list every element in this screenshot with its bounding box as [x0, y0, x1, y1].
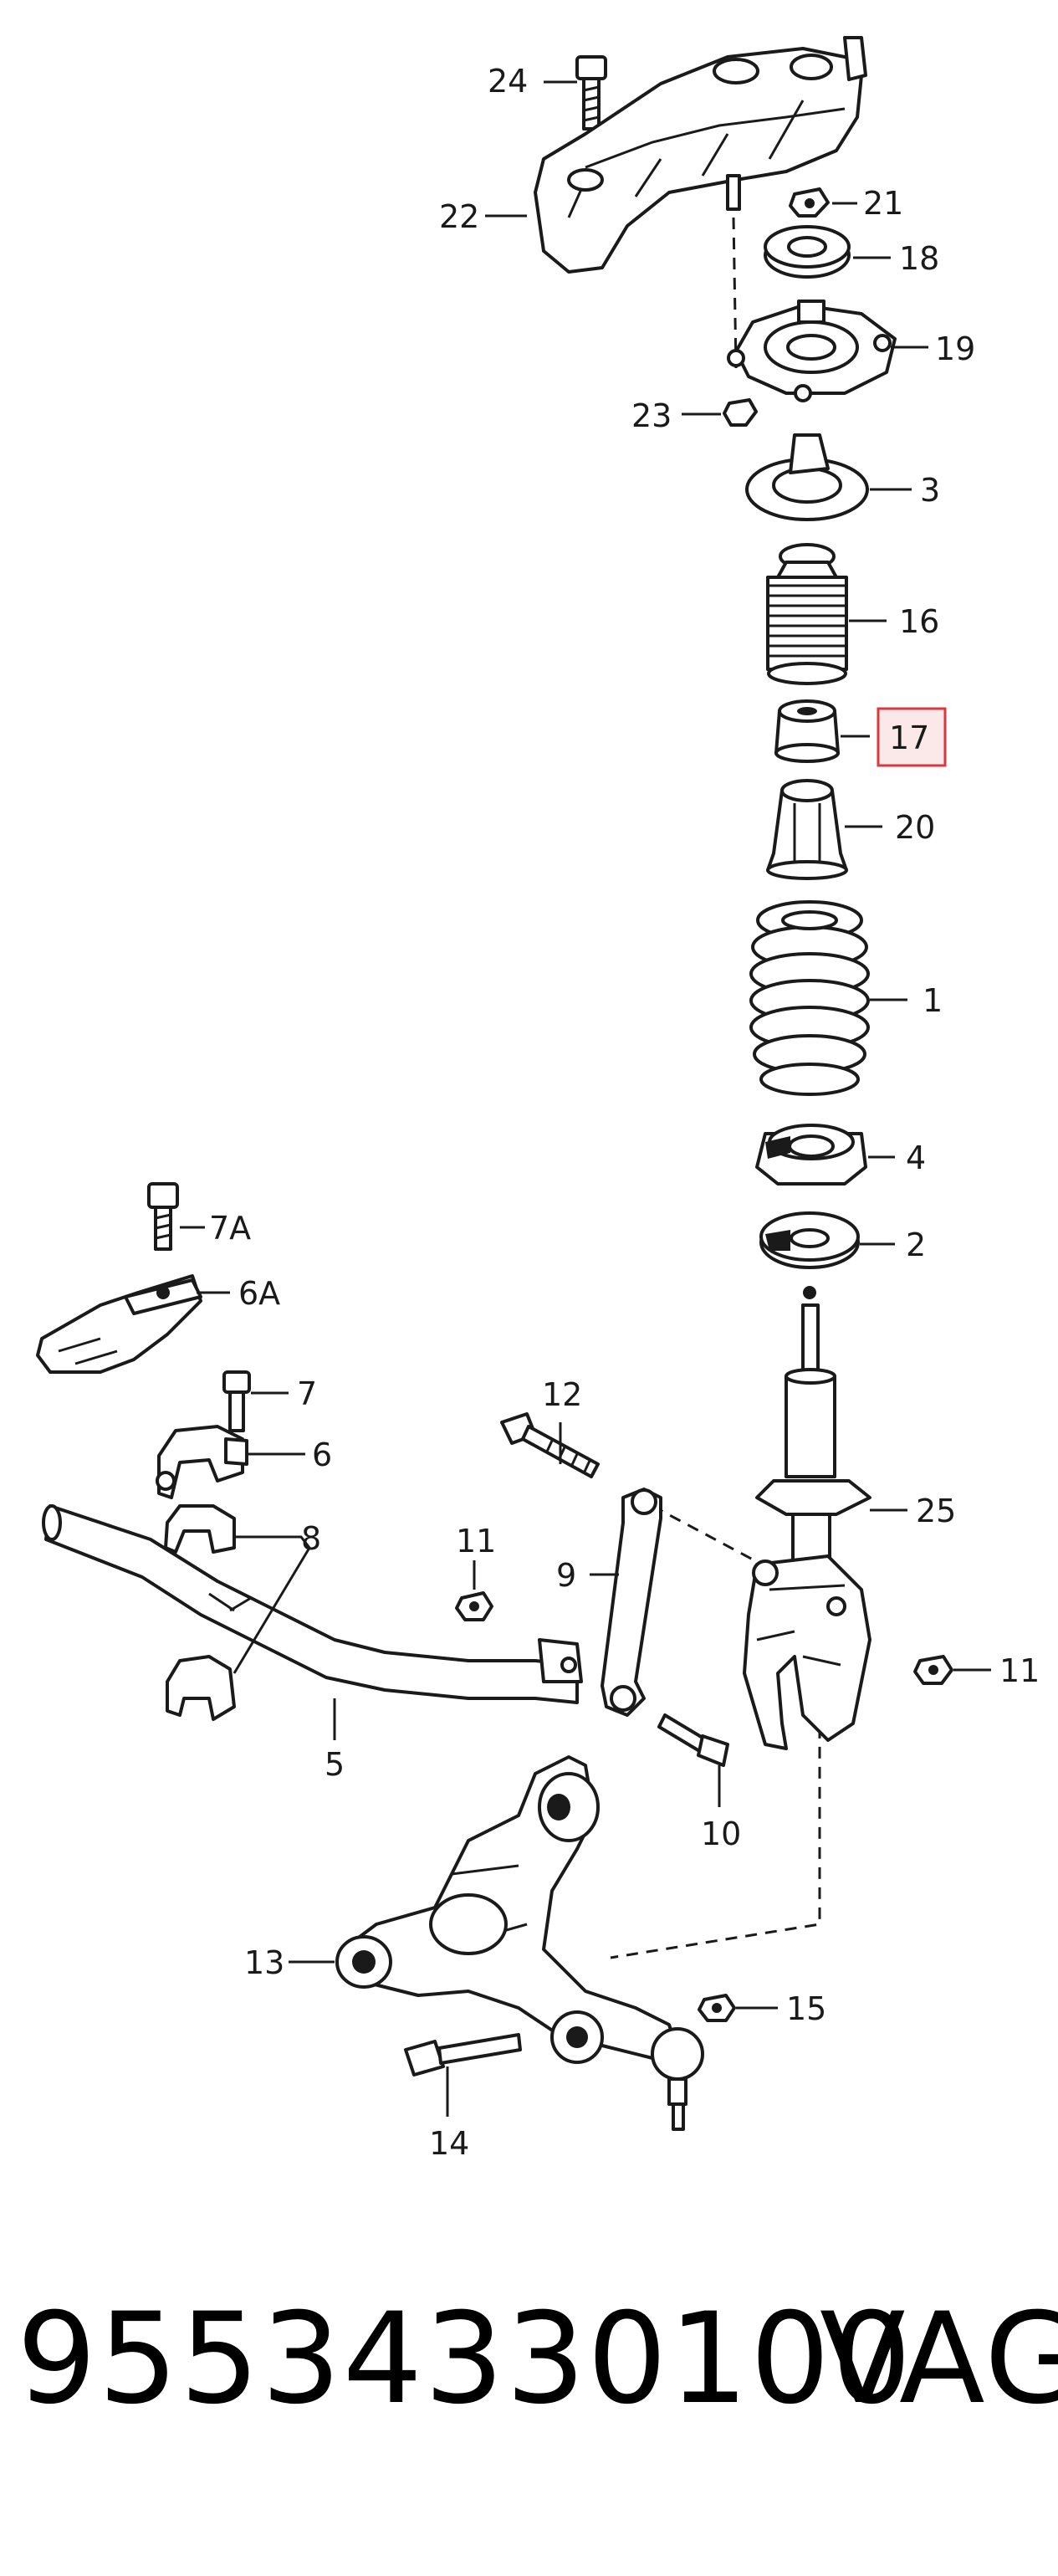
callout-14: 14	[429, 2125, 469, 2162]
bolt-14	[404, 2033, 522, 2077]
callout-3: 3	[920, 472, 940, 509]
callout-23: 23	[631, 397, 672, 434]
callout-4: 4	[906, 1139, 926, 1176]
stop-cup-20	[766, 779, 848, 880]
callout-5: 5	[325, 1746, 345, 1783]
callout-20: 20	[895, 809, 935, 846]
callout-11-left: 11	[456, 1523, 496, 1559]
leader-lines	[180, 80, 991, 2117]
shock-absorber-25	[755, 1303, 871, 1566]
spring-seat-2	[759, 1211, 860, 1299]
callout-16: 16	[899, 603, 939, 640]
callout-12: 12	[542, 1376, 582, 1413]
callout-7: 7	[297, 1375, 317, 1412]
nut-11-right	[913, 1655, 953, 1685]
bushing-8-lower	[166, 1655, 236, 1721]
callout-19: 19	[935, 330, 975, 367]
bolt-7a	[147, 1182, 179, 1251]
callout-2: 2	[906, 1227, 926, 1263]
callout-7a: 7A	[209, 1210, 251, 1247]
footer: 95534330100 VAG	[0, 2259, 1058, 2460]
callout-1: 1	[923, 982, 943, 1019]
ball-joint	[651, 2027, 704, 2131]
coil-spring-1	[749, 900, 870, 1096]
callout-10: 10	[701, 1815, 741, 1852]
nut-11-left	[455, 1591, 493, 1621]
control-arm	[335, 1755, 679, 2064]
callout-6: 6	[312, 1437, 332, 1473]
bolt-12	[500, 1412, 600, 1478]
part-number: 95534330100	[17, 2287, 913, 2432]
bracket-6a	[36, 1274, 202, 1374]
callout-25: 25	[916, 1493, 956, 1529]
callout-9: 9	[556, 1557, 576, 1594]
callout-6a: 6A	[238, 1275, 280, 1312]
nut-15	[698, 1994, 736, 2022]
strut-mount-19	[727, 300, 897, 402]
callout-17-highlight	[877, 707, 947, 767]
spring-pad-4	[755, 1124, 867, 1186]
callout-22: 22	[439, 198, 479, 235]
bolt-7	[222, 1370, 251, 1432]
nut-23	[723, 398, 758, 427]
assembly-axis-link	[652, 1504, 779, 1575]
callout-11-right: 11	[999, 1652, 1040, 1689]
brand-label: VAG	[820, 2287, 1058, 2432]
callout-13: 13	[244, 1944, 284, 1981]
clamp-6	[156, 1425, 248, 1499]
stabilizer-bar-5	[42, 1504, 583, 1704]
bearing-18	[764, 225, 851, 279]
callout-labels: 24 22 21 18 19 23 3 16 17 20 1 4 2 7A 6A…	[209, 63, 1040, 2162]
callout-18: 18	[899, 240, 939, 277]
bump-stop-17	[774, 699, 840, 763]
coupling-link-9	[601, 1488, 662, 1717]
bolt-10	[657, 1713, 729, 1767]
bushing-8-upper	[164, 1504, 236, 1554]
callout-8: 8	[301, 1520, 321, 1557]
callout-21: 21	[863, 185, 903, 222]
callout-17: 17	[889, 720, 929, 756]
strut-tower-mount-22	[534, 36, 867, 274]
callout-15: 15	[786, 1990, 826, 2027]
spring-seat-3	[745, 433, 869, 521]
steering-knuckle	[743, 1554, 871, 1750]
callout-24: 24	[488, 63, 528, 100]
nut-21	[789, 187, 830, 218]
bolt-24	[575, 55, 607, 131]
dust-boot-16	[766, 543, 848, 685]
